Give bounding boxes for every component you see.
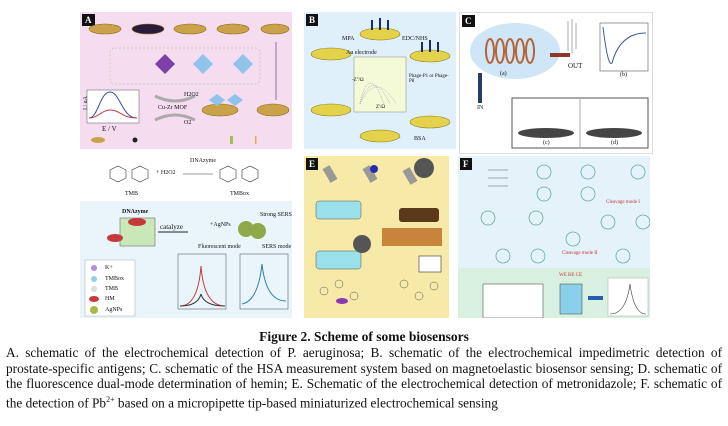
d-fluor-mode: Fluorescent mode (198, 244, 241, 250)
panel-b: B Au electrode MPA EDC/NHS Phage-P1 or P… (304, 12, 456, 149)
d-catalyze: catalyze (160, 223, 183, 231)
figure-caption: A. schematic of the electrochemical dete… (6, 345, 722, 411)
d-sers-mode: SERS mode (262, 244, 292, 250)
caption-text-end: based on a micropipette tip-based miniat… (114, 395, 498, 411)
panel-b-label: B (306, 14, 319, 26)
panel-c-label: C (462, 15, 475, 27)
a-mof-label: Cu-Zr MOF (158, 105, 188, 111)
panel-a-diagram (86, 23, 290, 144)
d-strong-sers: Strong SERS (260, 212, 292, 218)
panel-d: D DNAzyme + H2O2 TMB TMBox DNAzyme catal… (80, 156, 292, 318)
b-step-phage: Phage-P1 or Phage-P8 (409, 74, 449, 84)
panel-e: E (304, 156, 449, 318)
panel-b-diagram (310, 18, 451, 143)
a-x-axis-label: E / V (102, 125, 117, 133)
panel-a-label: A (82, 14, 95, 26)
d-tmb: TMB (125, 191, 139, 197)
panel-f: F Cleavage mode I Cleavage mode II WE RE… (458, 156, 650, 318)
c-sub-c: (c) (543, 140, 550, 146)
a-y-axis-label: I / uA (83, 96, 89, 110)
b-step-bsa: BSA (414, 136, 426, 142)
d-legend-4: HM (105, 296, 115, 302)
panel-f-diagram (480, 164, 650, 318)
a-h2o2-label: H2O2 (184, 92, 199, 98)
f-cleavage-1: Cleavage mode I (606, 200, 640, 205)
c-sub-d: (d) (611, 140, 618, 146)
d-legend-5: AgNPs (105, 307, 123, 313)
c-out-label: OUT (568, 62, 583, 70)
panel-c-diagram (470, 19, 649, 149)
c-sub-a: (a) (500, 71, 507, 77)
d-legend-3: TMB (105, 286, 119, 292)
d-h2o2: + H2O2 (156, 170, 176, 176)
panel-e-diagram (315, 158, 442, 304)
d-legend-2: TMBox (105, 276, 125, 282)
d-dnazyme-label: DNAzyme (122, 209, 149, 215)
b-step-mpa: MPA (342, 36, 355, 42)
panel-d-diagram (84, 165, 289, 317)
b-axis-x: Z'/Ω (376, 105, 386, 110)
caption-text: A. schematic of the electrochemical dete… (6, 345, 722, 411)
b-step-edc: EDC/NHS (402, 36, 428, 42)
c-in-label: IN (477, 105, 484, 111)
d-dnazyme-arrow-label: DNAzyme (190, 158, 216, 164)
b-axis-y: -Z''/Ω (352, 78, 364, 83)
b-electrode-label: Au electrode (346, 50, 377, 56)
panel-e-label: E (306, 158, 319, 170)
a-o2-label: O2 (184, 120, 192, 126)
panel-c: C OUT IN (a) (b) (c) (d) (459, 12, 653, 154)
f-cleavage-2: Cleavage mode II (562, 251, 598, 256)
d-agnps: +AgNPs (210, 222, 231, 228)
caption-superscript: 2+ (106, 394, 115, 404)
d-tmbox: TMBox (230, 191, 250, 197)
panel-a: A E / V I / uA Cu-Zr MOF H2O2 O2 (80, 12, 292, 149)
d-legend-1: K+ (105, 265, 113, 271)
f-electrodes: WE RE CE (559, 273, 583, 278)
panel-f-label: F (460, 158, 472, 170)
c-sub-b: (b) (620, 72, 627, 78)
figure-title: Figure 2. Scheme of some biosensors (259, 329, 469, 344)
